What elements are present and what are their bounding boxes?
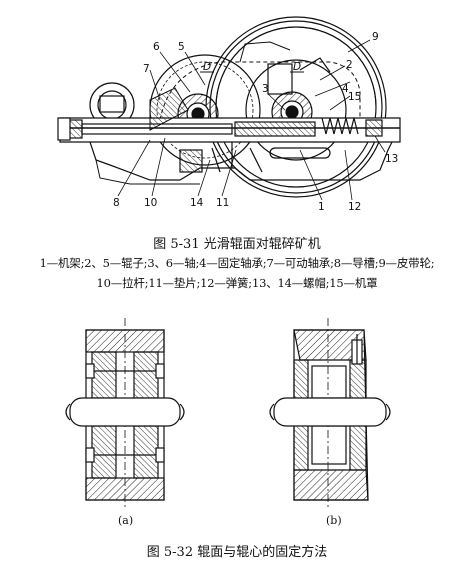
diameter-label-left: D <box>203 61 211 73</box>
part-label-13: 13 <box>385 153 398 165</box>
part-label-8: 8 <box>113 197 120 209</box>
part-label-6: 6 <box>153 41 160 53</box>
spring <box>321 117 359 135</box>
part-label-11: 11 <box>216 197 229 209</box>
machine-hood <box>159 61 361 121</box>
sub-label-b: (b) <box>326 514 342 527</box>
part-label-3: 3 <box>262 83 269 95</box>
leader-lines <box>117 39 386 201</box>
part-label-12: 12 <box>348 201 361 213</box>
part-label-2: 2 <box>346 59 353 71</box>
part-label-5: 5 <box>178 41 185 53</box>
part-label-9: 9 <box>372 31 379 43</box>
figure-5-31-legend-line-1: 1—机架;2、5—辊子;3、6—轴;4—固定轴承;7—可动轴承;8—导槽;9—皮… <box>39 256 435 270</box>
roll-fixing-a <box>65 318 185 510</box>
figure-5-31-legend-line-2: 10—拉杆;11—垫片;12—弹簧;13、14—螺帽;15—机罩 <box>96 276 378 290</box>
part-number-labels: 6 5 7 9 2 3 4 15 13 8 10 14 11 1 12 D D <box>113 31 398 213</box>
part-label-14: 14 <box>190 197 204 209</box>
nut-13 <box>365 119 383 137</box>
belt-pulley <box>205 16 387 198</box>
roll-fixing-b <box>269 318 391 510</box>
sub-label-a: (a) <box>118 514 133 527</box>
part-label-15: 15 <box>348 91 361 103</box>
figure-5-31-caption: 图 5-31 光滑辊面对辊碎矿机 <box>153 237 321 252</box>
figure-5-32-caption: 图 5-32 辊面与辊心的固定方法 <box>146 545 328 560</box>
part-label-1: 1 <box>318 201 325 213</box>
part-label-10: 10 <box>144 197 157 209</box>
part-label-4: 4 <box>342 83 349 95</box>
diameter-label-right: D <box>293 61 301 73</box>
part-label-7: 7 <box>143 63 150 75</box>
roll-crusher-drawing <box>57 16 401 198</box>
